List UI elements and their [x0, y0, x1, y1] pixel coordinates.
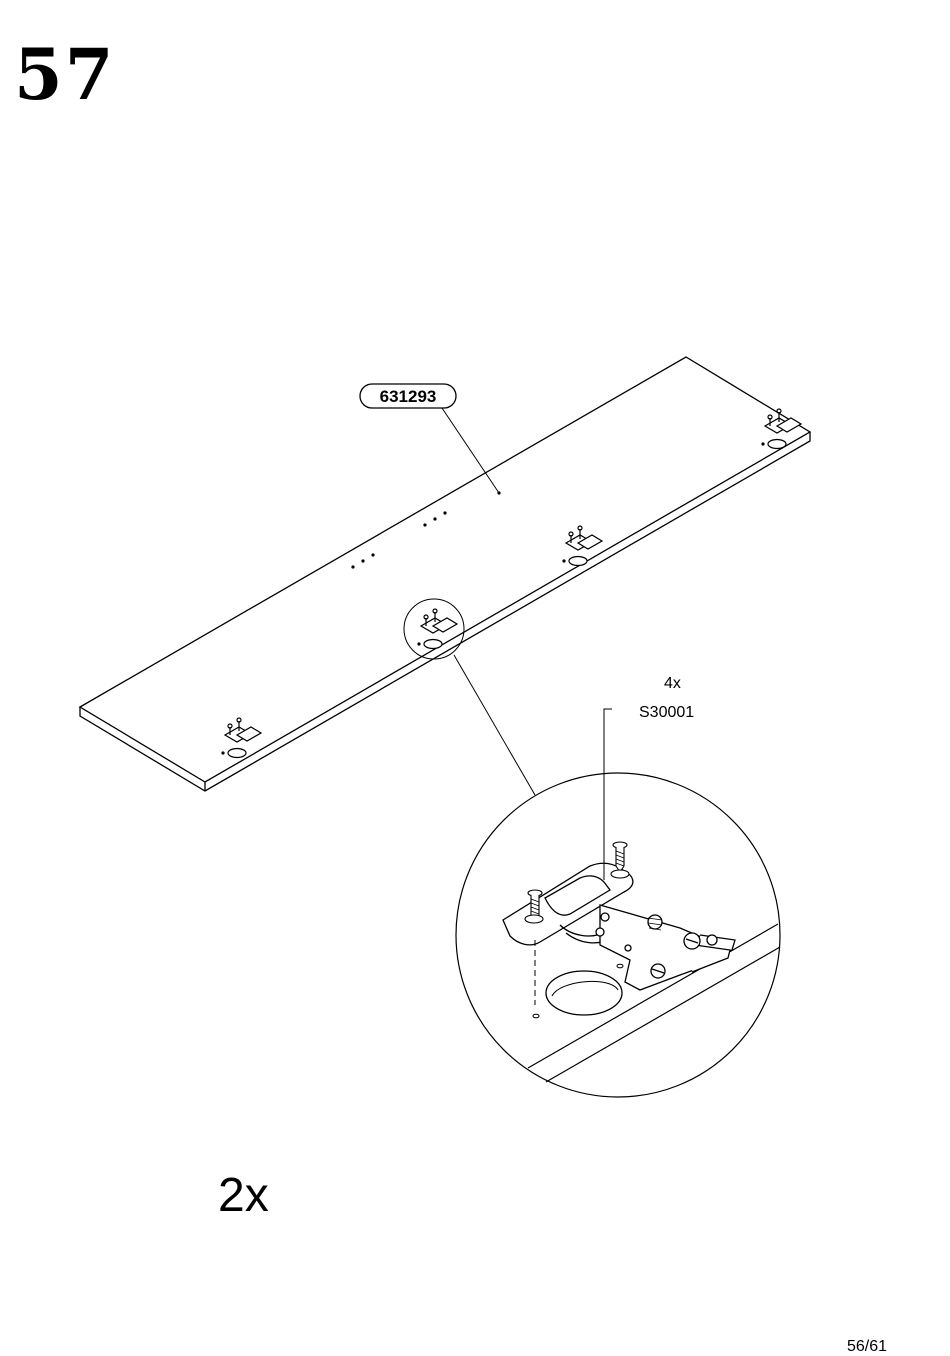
panel-board — [80, 357, 810, 791]
detail-view — [456, 709, 780, 1097]
page-number: 56/61 — [847, 1338, 887, 1356]
assembly-quantity: 2x — [218, 1168, 269, 1223]
part-number: 631293 — [380, 387, 437, 406]
hinge-code: S30001 — [639, 704, 694, 721]
hinge-quantity: 4x — [664, 675, 681, 692]
